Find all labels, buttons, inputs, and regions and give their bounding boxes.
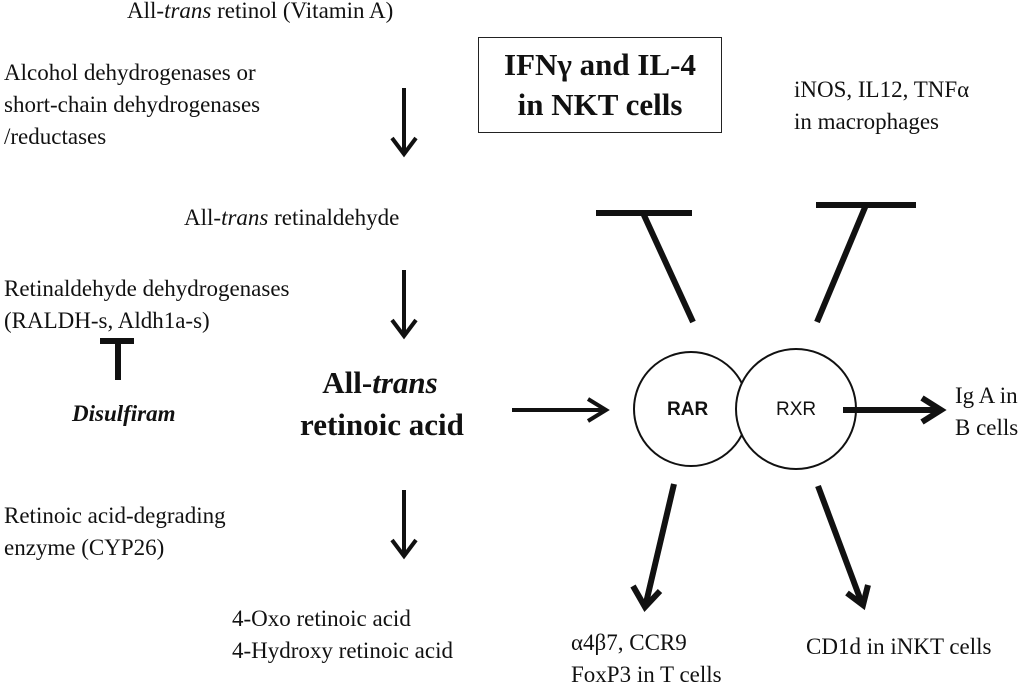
t-cell-line2: FoxP3 in T cells — [571, 662, 722, 687]
retinoic-acid-line1: All-trans — [322, 365, 438, 400]
disulfiram-inhibition-bar — [100, 338, 134, 380]
product-hydroxy: 4-Hydroxy retinoic acid — [232, 638, 453, 663]
enzyme-raldh-line2: (RALDH-s, Aldh1a-s) — [4, 308, 210, 333]
nkt-box-line2: in NKT cells — [517, 87, 683, 122]
rar-label: RAR — [667, 399, 709, 420]
t-cell-line1: α4β7, CCR9 — [571, 630, 687, 655]
enzyme-adh-line3: /reductases — [4, 124, 107, 149]
arrow-rxr-to-iga — [843, 395, 947, 425]
disulfiram-label: Disulfiram — [72, 401, 176, 426]
enzyme-adh-line2: short-chain dehydrogenases — [4, 92, 261, 117]
enzyme-adh-line1: Alcohol dehydrogenases or — [4, 60, 256, 85]
macrophage-line1: iNOS, IL12, TNFα — [794, 77, 970, 102]
nkt-cytokine-box: IFNγ and IL-4 in NKT cells — [478, 37, 722, 133]
iga-line1: Ig A in — [955, 383, 1018, 408]
arrow-rxr-to-inkt — [815, 484, 871, 611]
rxr-label: RXR — [776, 399, 817, 420]
inkt-label: CD1d in iNKT cells — [806, 634, 992, 659]
arrow-retinaldehyde-to-retinoic-acid — [390, 270, 418, 340]
enzyme-cyp26-line1: Retinoic acid-degrading — [4, 503, 226, 528]
enzyme-cyp26-line2: enzyme (CYP26) — [4, 535, 165, 560]
retinol-label: All-trans retinol (Vitamin A) — [127, 0, 394, 23]
inhibition-bar-macrophages — [814, 202, 916, 324]
arrow-retinoic-acid-to-rar — [512, 397, 610, 423]
arrow-rar-to-t-cells — [630, 483, 677, 613]
arrow-retinoic-acid-to-metabolites — [390, 490, 418, 560]
iga-line2: B cells — [955, 415, 1019, 440]
macrophage-line2: in macrophages — [794, 109, 939, 134]
retinaldehyde-label: All-trans retinaldehyde — [184, 205, 400, 230]
retinoic-acid-line2: retinoic acid — [300, 407, 464, 442]
product-oxo: 4-Oxo retinoic acid — [232, 606, 411, 631]
nkt-box-line1: IFNγ and IL-4 — [504, 47, 696, 82]
enzyme-raldh-line1: Retinaldehyde dehydrogenases — [4, 276, 290, 301]
arrow-retinol-to-retinaldehyde — [390, 88, 418, 158]
retinoic-acid-node: All-trans retinoic acid — [300, 362, 464, 446]
inhibition-bar-nkt — [596, 210, 696, 324]
